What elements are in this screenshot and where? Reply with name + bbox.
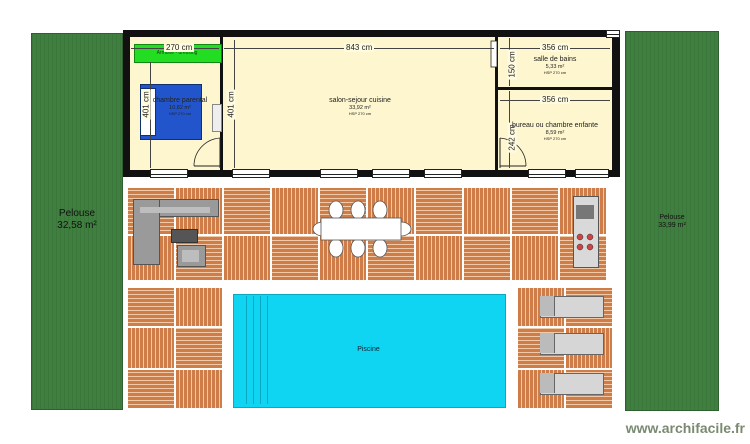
pool-steps [240, 296, 268, 404]
lounger-1-head [540, 296, 555, 316]
room-area-bath: 5,33 m² [545, 64, 565, 71]
room-hsp-bath: HSP 270 cm [543, 69, 567, 75]
room-name-master: chambre parental [152, 97, 208, 104]
outer-wall-left [123, 30, 130, 177]
dim-master-width: 270 cm [164, 43, 195, 52]
nightstand [212, 104, 222, 132]
window-3 [320, 169, 358, 178]
outer-wall-top [123, 30, 620, 37]
watermark: www.archifacile.fr [625, 420, 745, 436]
room-label-bath: salle de bains 5,33 m² HSP 270 cm [520, 56, 590, 76]
dim-bath-depth: 150 cm [507, 49, 517, 80]
window-5 [424, 169, 462, 178]
dining-set [312, 200, 412, 258]
window-top-right [606, 30, 620, 38]
outer-wall-right [612, 30, 620, 177]
dim-living-depth: 401 cm [226, 89, 236, 120]
wardrobe-label: Armoire - dressing [156, 50, 198, 56]
door-master [193, 137, 221, 168]
window-6 [528, 169, 566, 178]
window-7 [575, 169, 609, 178]
outer-wall-bottom [123, 170, 620, 177]
room-area-living: 33,92 m² [349, 105, 371, 112]
sofa-seat [140, 207, 210, 213]
lawn-right-name: Pelouse [659, 214, 685, 221]
pool-label: Piscine [357, 346, 380, 353]
pool [233, 294, 506, 408]
lawn-right [625, 31, 719, 411]
room-label-master: chambre parental 10,82 m² HSP 270 cm [150, 97, 210, 117]
lawn-left-label: Pelouse 32,58 m² [31, 208, 123, 231]
wall-master-living [220, 37, 223, 170]
lawn-left-area: 32,58 m² [57, 219, 97, 231]
window-2 [232, 169, 270, 178]
kitchen-grill [576, 205, 594, 219]
window-4 [372, 169, 410, 178]
dim-bath-width: 356 cm [540, 43, 571, 52]
door-bath [490, 40, 498, 68]
room-hsp-master: HSP 270 cm [168, 110, 192, 116]
window-1 [150, 169, 188, 178]
room-name-office: bureau ou chambre enfante [512, 122, 599, 129]
room-label-living: salon-sejour cuisine 33,92 m² HSP 270 cm [320, 97, 400, 117]
lawn-left [31, 33, 123, 410]
room-area-master: 10,82 m² [169, 105, 191, 112]
wall-bath-office [498, 87, 612, 90]
armchair-seat [182, 250, 199, 262]
lawn-right-label: Pelouse 33,99 m² [625, 214, 719, 230]
room-hsp-living: HSP 270 cm [348, 110, 372, 116]
lounger-3-head [540, 373, 555, 393]
room-area-office: 8,59 m² [545, 130, 565, 137]
lawn-right-area: 33,99 m² [658, 222, 686, 230]
lawn-left-name: Pelouse [58, 208, 96, 219]
room-name-living: salon-sejour cuisine [329, 97, 391, 104]
kitchen-burners [576, 233, 594, 251]
wall-living-rooms [495, 37, 498, 170]
room-name-bath: salle de bains [533, 56, 577, 63]
room-hsp-office: HSP 270 cm [543, 135, 567, 141]
coffee-table [171, 229, 198, 243]
dim-living-width: 843 cm [344, 43, 375, 52]
door-office [499, 137, 527, 168]
room-label-office: bureau ou chambre enfante 8,59 m² HSP 27… [512, 122, 598, 142]
dim-office-width: 356 cm [540, 95, 571, 104]
lounger-2-head [540, 333, 555, 353]
